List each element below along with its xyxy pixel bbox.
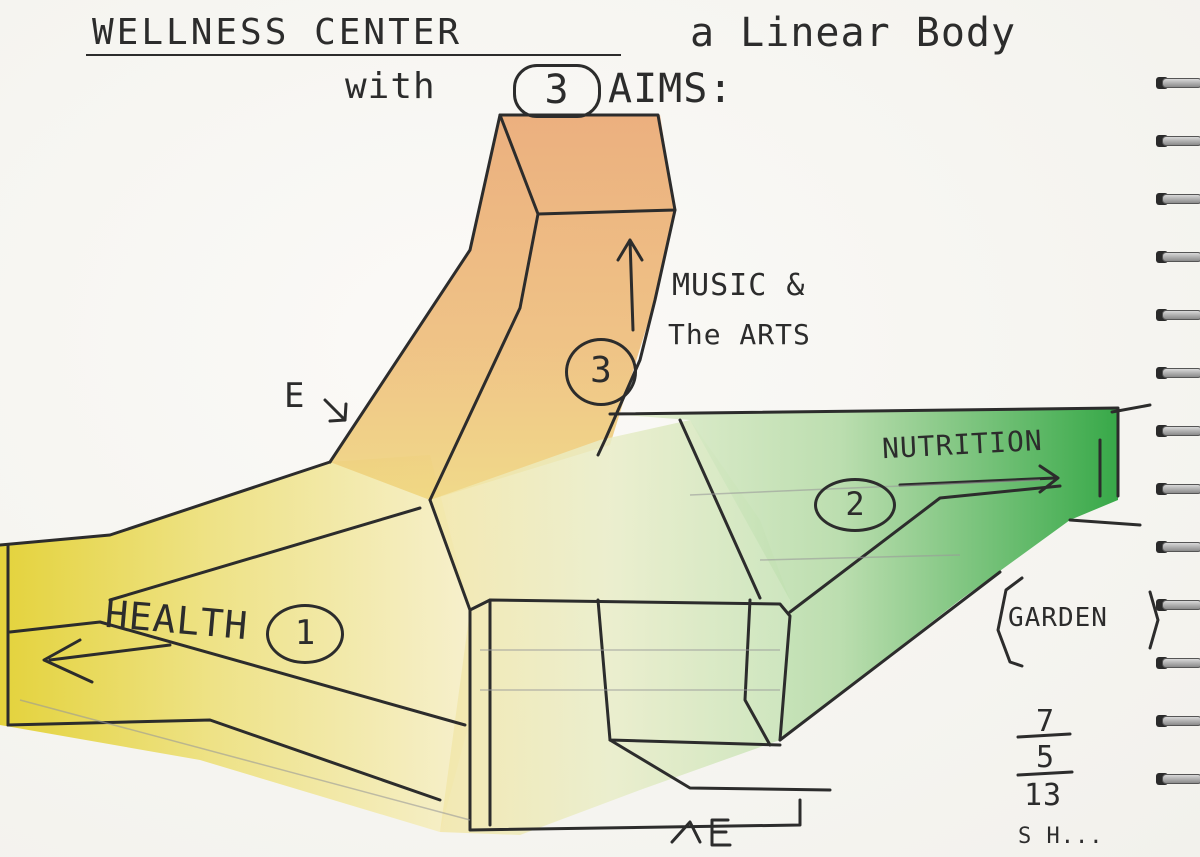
spiral-ring: [1156, 422, 1200, 442]
page-title: WELLNESS CENTER: [92, 12, 462, 53]
spiral-ring: [1156, 712, 1200, 732]
spiral-ring: [1156, 74, 1200, 94]
spiral-ring: [1156, 364, 1200, 384]
spiral-ring: [1156, 654, 1200, 674]
entrance-label: E: [284, 376, 305, 416]
spiral-ring: [1156, 596, 1200, 616]
date-year: 13: [1024, 778, 1062, 813]
with-text: with: [345, 66, 436, 107]
arts-label: The ARTS: [668, 318, 811, 351]
garden-label: GARDEN: [1008, 603, 1108, 633]
page-subtitle: a Linear Body: [690, 10, 1016, 56]
circled-number-1: 1: [266, 604, 344, 664]
spiral-ring: [1156, 190, 1200, 210]
spiral-ring: [1156, 770, 1200, 790]
signature: S H...: [1018, 824, 1103, 849]
entrance-arrow: [325, 400, 346, 421]
music-label: MUSIC &: [672, 268, 805, 303]
date-month: 7: [1036, 704, 1055, 739]
spiral-ring: [1156, 248, 1200, 268]
spiral-ring: [1156, 132, 1200, 152]
title-underline: [86, 54, 621, 56]
date-day: 5: [1036, 740, 1055, 775]
spiral-ring: [1156, 538, 1200, 558]
spiral-ring: [1156, 306, 1200, 326]
spiral-ring: [1156, 480, 1200, 500]
aims-text: AIMS:: [608, 66, 733, 112]
circled-number-2: 2: [814, 478, 896, 532]
circled-number-3: 3: [565, 338, 637, 406]
circled-aim-count: 3: [513, 64, 601, 118]
